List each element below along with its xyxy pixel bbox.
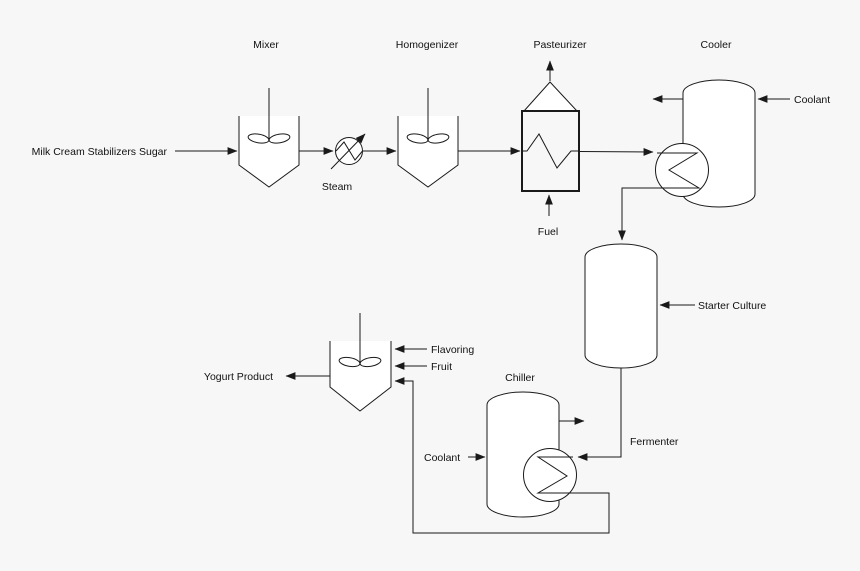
chiller-label: Chiller [505,372,535,384]
steam-heater-zigzag [335,141,363,161]
chiller-heat-exchanger-icon [523,448,577,502]
cooler-heat-exchanger-icon [655,143,709,197]
fruit-label: Fruit [431,361,452,373]
chiller-coolant-label: Coolant [424,452,460,464]
pasteurizer-zigzag [522,133,579,169]
yogurt-product-label: Yogurt Product [204,371,273,383]
pasteurizer-outlet-arrow [578,148,654,156]
chiller-coil-and-transfer-line [394,377,610,534]
fuel-label: Fuel [538,226,558,238]
cooler-label: Cooler [701,39,732,51]
flavoring-label: Flavoring [431,344,474,356]
fermenter-label: Fermenter [630,436,679,448]
fermenter-outlet-arrow [577,368,622,461]
flavor-mixer-vessel [329,341,392,412]
mixer-label: Mixer [253,39,279,51]
fermenter-vessel [584,243,658,369]
steam-heater-utility-arrow [330,133,366,170]
steam-label: Steam [322,181,353,193]
pasteurizer-vent-triangle [522,81,579,112]
starter-culture-label: Starter Culture [698,300,766,312]
homogenizer-label: Homogenizer [396,39,459,51]
pasteurizer-label: Pasteurizer [533,39,587,51]
cooler-coil-and-outlet-line [618,152,701,241]
cooler-coolant-label: Coolant [794,94,830,106]
feed-label: Milk Cream Stabilizers Sugar [32,146,168,158]
